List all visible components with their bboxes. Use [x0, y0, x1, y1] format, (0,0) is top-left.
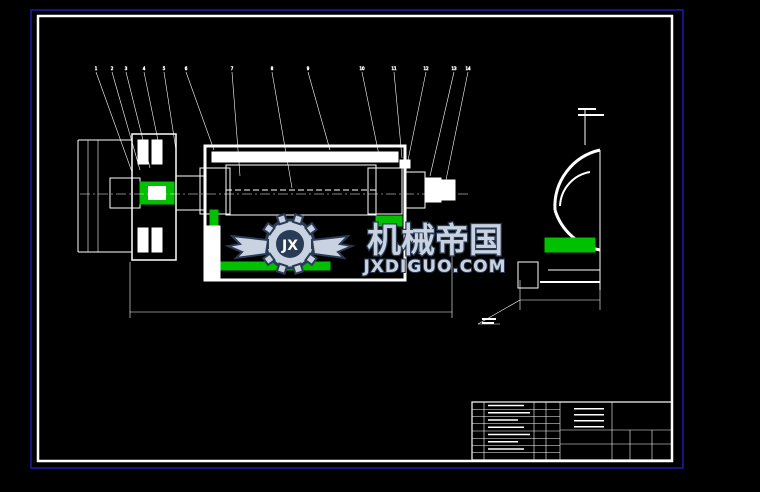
watermark: JX 机械帝国 JXDIGUO.COM — [224, 212, 507, 278]
balloon-leader — [429, 71, 455, 177]
balloon-leader — [185, 71, 215, 151]
balloon-number: 5 — [163, 66, 166, 71]
shaft-end — [80, 159, 470, 209]
balloon-number: 6 — [185, 66, 188, 71]
balloon-number: 7 — [231, 66, 234, 71]
title-block-text-mark — [488, 441, 518, 443]
balloon-number: 11 — [391, 66, 397, 71]
title-block-text-marks — [488, 404, 604, 450]
pulley-assembly — [77, 133, 205, 261]
gear-tooth — [304, 221, 319, 236]
balloon-leader — [393, 71, 403, 159]
balloon-number: 9 — [307, 66, 310, 71]
balloon-leader — [307, 71, 331, 151]
balloon-number: 4 — [143, 66, 146, 71]
title-block-text-mark — [488, 433, 530, 436]
balloon-number: 14 — [465, 66, 471, 71]
balloon-leader — [95, 71, 133, 173]
title-block — [471, 401, 673, 461]
title-block-text-mark — [574, 414, 604, 416]
gear-tooth — [261, 252, 276, 267]
balloon-leader — [143, 71, 163, 161]
balloon-number: 8 — [271, 66, 274, 71]
watermark-cn: 机械帝国 — [367, 221, 503, 261]
gear-tooth — [304, 252, 319, 267]
title-block-text-mark — [488, 426, 524, 428]
logo-letters: JX — [281, 238, 298, 254]
balloon-leader — [111, 71, 141, 171]
title-block-text-mark — [574, 420, 604, 422]
balloon-number: 12 — [423, 66, 429, 71]
gear-logo-icon: JX — [259, 212, 321, 276]
balloon-number: 13 — [451, 66, 457, 71]
title-block-text-mark — [574, 408, 604, 410]
watermark-en: JXDIGUO.COM — [362, 257, 506, 277]
bearing-seat-side-view — [517, 110, 601, 290]
title-block-text-mark — [488, 448, 524, 450]
balloon-leader — [231, 71, 241, 177]
balloon-leader — [361, 71, 381, 161]
balloon-leader — [445, 71, 469, 181]
wing-left-icon — [224, 234, 270, 260]
title-block-text-mark — [488, 419, 518, 421]
roller-housing — [199, 144, 407, 282]
title-block-text-mark — [488, 412, 530, 414]
title-block-text-mark — [488, 404, 524, 407]
balloon-number: 2 — [111, 66, 114, 71]
outer-frame-left — [30, 9, 684, 469]
gear-tooth — [261, 221, 276, 236]
dimensions — [87, 140, 601, 318]
balloon-leader — [405, 71, 427, 171]
title-block-text-mark — [574, 426, 604, 428]
gear-tooth — [291, 212, 305, 226]
balloon-number: 3 — [125, 66, 128, 71]
balloon-leader — [125, 71, 151, 169]
note-leader — [477, 299, 521, 325]
sheet-border — [36, 14, 674, 463]
balloon-leader — [271, 71, 293, 189]
balloon-number: 10 — [359, 66, 365, 71]
balloon-number: 1 — [95, 66, 98, 71]
wing-right-icon — [310, 234, 356, 260]
balloon-leader — [163, 71, 177, 151]
gear-tooth — [291, 262, 305, 276]
gear-tooth — [275, 262, 289, 276]
gear-tooth — [275, 212, 289, 226]
tiny-note — [482, 108, 604, 324]
